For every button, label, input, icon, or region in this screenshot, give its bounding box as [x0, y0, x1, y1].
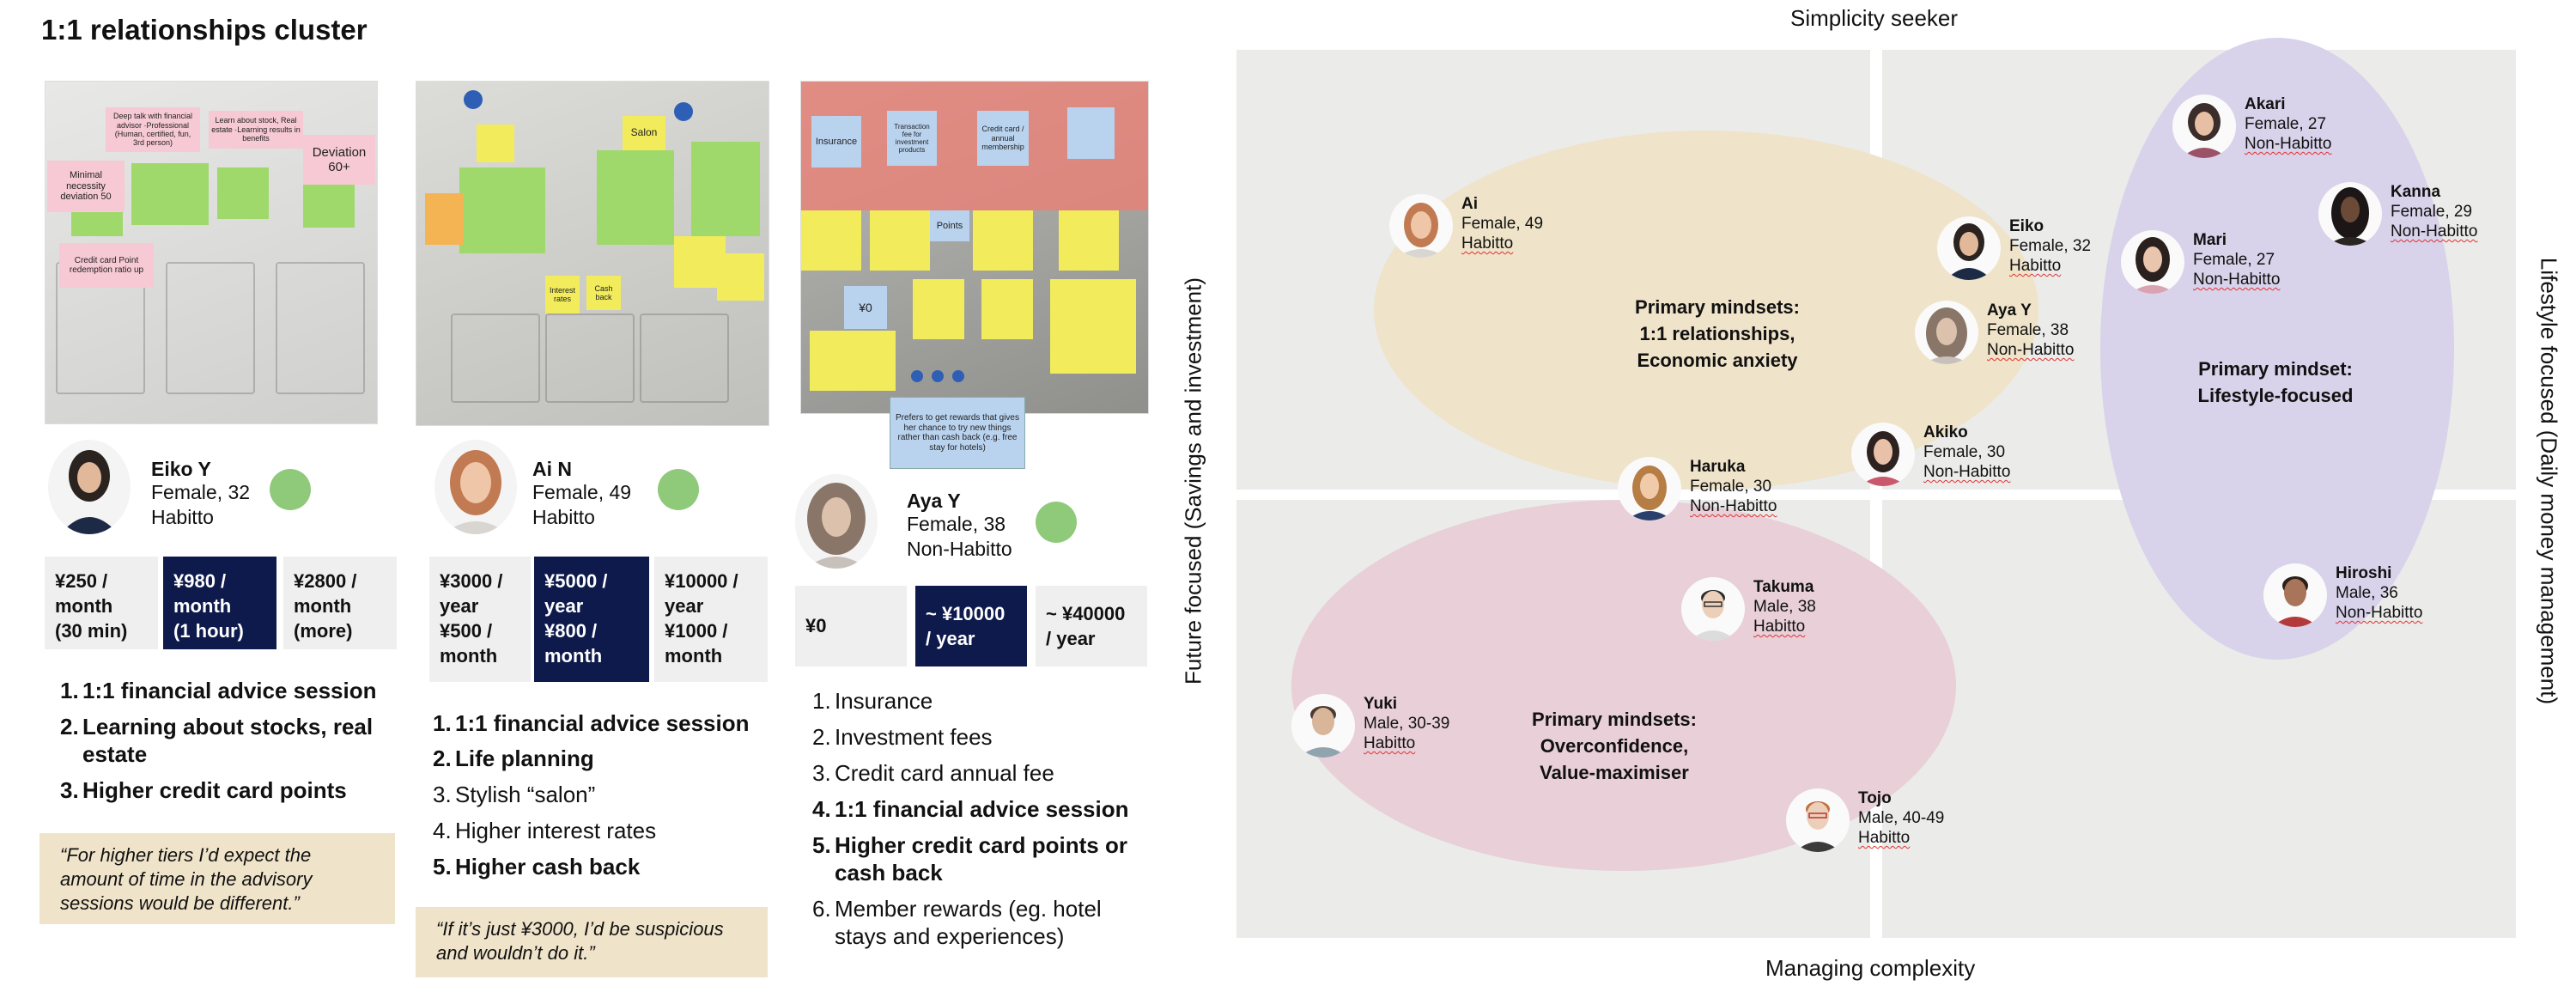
avatar: [1389, 194, 1453, 258]
person-status: Non-Habitto: [907, 538, 1012, 560]
axis-label-top: Simplicity seeker: [1790, 5, 1959, 31]
person-status: Habitto: [151, 506, 214, 528]
avatar: [795, 474, 878, 569]
person-name: Ai N: [532, 458, 572, 480]
sticky-note-callout: Prefers to get rewards that gives her ch…: [890, 397, 1025, 469]
list-item: 4.1:1 financial advice session: [812, 796, 1129, 822]
price-tier: ¥10000 / year ¥1000 / month: [654, 557, 768, 682]
avatar: [1291, 694, 1355, 758]
avatar: [1915, 301, 1978, 364]
status-dot: [270, 469, 311, 510]
sticky-note-photo-eiko: Deep talk with financial advisor ·Profes…: [45, 81, 378, 424]
person-details: Female, 49 Habitto: [532, 480, 631, 530]
quote: “If it’s just ¥3000, I’d be suspicious a…: [416, 907, 768, 977]
cluster-label: Primary mindset: Lifestyle-focused: [2197, 358, 2354, 406]
list-item: 3.Stylish “salon”: [433, 782, 596, 807]
sticky-note: Deep talk with financial advisor ·Profes…: [106, 107, 200, 152]
avatar: [2121, 230, 2184, 294]
sticky-note: Points: [930, 210, 969, 241]
price-tier: ¥0: [795, 586, 907, 666]
axis-label-right: Lifestyle focused (Daily money managemen…: [2536, 257, 2562, 705]
avatar: [1681, 577, 1745, 641]
sticky-note: Deviation 60+: [303, 135, 375, 185]
sticky-note: Cash back: [586, 276, 621, 310]
person-name: Aya Y: [907, 490, 961, 512]
avatar: [2172, 94, 2236, 158]
sticky-note: Credit card / annual membership: [977, 111, 1029, 166]
list-item: 3.Higher credit card points: [60, 777, 347, 803]
person-status: Habitto: [532, 506, 595, 528]
price-tier-selected: ¥980 / month (1 hour): [163, 557, 276, 649]
price-tier: ~ ¥40000 / year: [1036, 586, 1147, 666]
list-item: 6.Member rewards (eg. hotel stays and ex…: [812, 896, 1102, 949]
cluster-label: Primary mindsets: Overconfidence, Value-…: [1532, 709, 1697, 783]
list-item: 3.Credit card annual fee: [812, 760, 1054, 786]
quote: “For higher tiers I’d expect the amount …: [39, 833, 395, 924]
status-dot: [658, 469, 699, 510]
sticky-note: Learn about stock, Real estate ·Learning…: [209, 111, 303, 149]
list-item: 5.Higher credit card points or cash back: [812, 832, 1127, 886]
list-item: 2.Learning about stocks, real estate: [60, 714, 374, 767]
avatar: [1618, 457, 1681, 520]
status-dot: [1036, 502, 1077, 543]
sticky-note: Salon: [623, 116, 665, 150]
price-tier-selected: ¥5000 / year ¥800 / month: [534, 557, 649, 682]
avatar: [2318, 182, 2382, 246]
list-item: 1.1:1 financial advice session: [60, 678, 377, 703]
list-item: 1.Insurance: [812, 688, 933, 714]
sticky-note-photo-ai: Salon Interest rates Cash back: [416, 81, 769, 426]
sticky-note-photo-aya: Insurance Transaction fee for investment…: [800, 81, 1149, 414]
list-item: 5.Higher cash back: [433, 854, 641, 879]
person-details: Female, 32 Habitto: [151, 480, 250, 530]
sticky-note: Insurance: [811, 116, 861, 167]
axis-label-bottom: Managing complexity: [1765, 955, 1976, 981]
person-demographic: Female, 38: [907, 513, 1006, 535]
price-tier-selected: ~ ¥10000 / year: [915, 586, 1027, 666]
price-tier: ¥250 / month (30 min): [45, 557, 158, 649]
person-name: Eiko Y: [151, 458, 211, 480]
priority-list: 1.Insurance 2.Investment fees 3.Credit c…: [812, 687, 1147, 950]
sticky-note: Transaction fee for investment products: [887, 111, 937, 166]
person-demographic: Female, 32: [151, 481, 251, 503]
sticky-note: Credit card Point redemption ratio up: [59, 243, 154, 288]
person-demographic: Female, 49: [532, 481, 632, 503]
price-tier: ¥2800 / month (more): [283, 557, 397, 649]
list-item: 2.Investment fees: [812, 724, 993, 750]
avatar: [1851, 423, 1915, 486]
avatar: [1786, 788, 1850, 852]
avatar: [1937, 216, 2001, 280]
sticky-note: ¥0: [844, 286, 887, 329]
list-item: 1.1:1 financial advice session: [433, 710, 750, 736]
axis-label-left: Future focused (Savings and investment): [1180, 277, 1206, 685]
sticky-note: Interest rates: [545, 276, 580, 313]
sticky-note: Minimal necessity deviation 50: [47, 161, 125, 212]
price-tier: ¥3000 / year ¥500 / month: [429, 557, 531, 682]
priority-list: 1.1:1 financial advice session 2.Life pl…: [433, 709, 776, 883]
list-item: 4.Higher interest rates: [433, 818, 657, 843]
cluster-ellipse-lifestyle: [2100, 38, 2454, 660]
person-details: Female, 38 Non-Habitto: [907, 512, 1012, 562]
avatar: [434, 440, 517, 534]
avatar: [2263, 563, 2327, 627]
avatar: [48, 440, 131, 534]
page-title: 1:1 relationships cluster: [41, 14, 368, 46]
cluster-label: Primary mindsets: 1:1 relationships, Eco…: [1635, 296, 1800, 371]
list-item: 2.Life planning: [433, 746, 594, 771]
priority-list: 1.1:1 financial advice session 2.Learnin…: [60, 677, 378, 804]
